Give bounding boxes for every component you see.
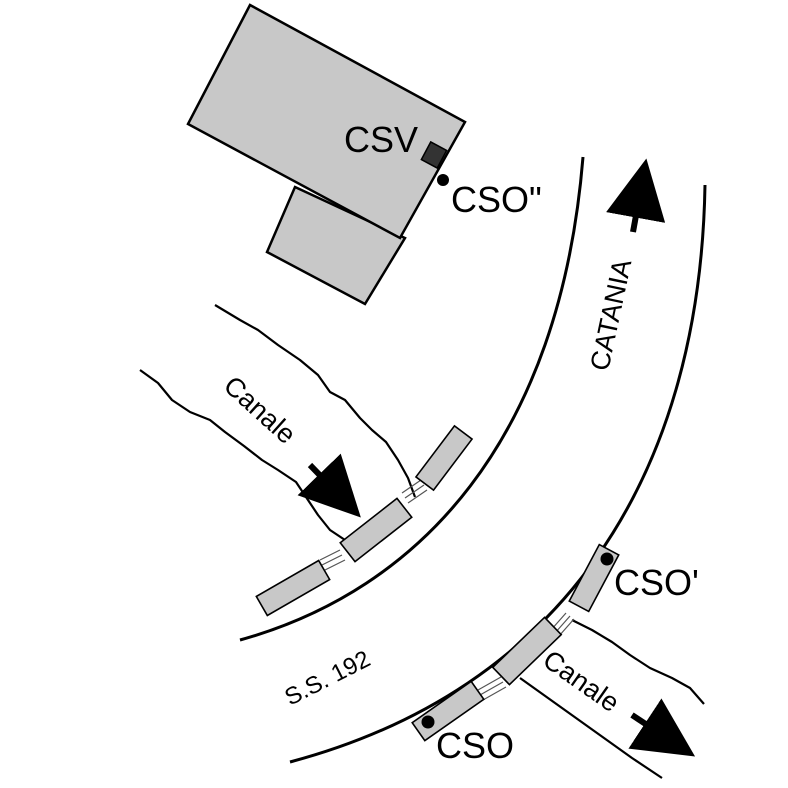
upper-pipe-segment-3 xyxy=(255,559,331,617)
road-inner-edge xyxy=(239,156,585,642)
csv-label: CSV xyxy=(344,119,418,160)
upper-culvert xyxy=(255,424,474,617)
csv-marker xyxy=(420,140,448,170)
canale-upper-label: Canale xyxy=(218,370,302,450)
catania-label: CATANIA xyxy=(585,256,638,373)
building-main-block xyxy=(186,3,467,240)
canale-lower-bank-top xyxy=(571,619,705,705)
cso-point xyxy=(421,715,435,729)
lower-pipe-segment-2 xyxy=(491,616,563,686)
cso-double-prime-point xyxy=(437,174,449,186)
upper-pipe-segment-2 xyxy=(339,497,413,563)
canale-upper-bank-top xyxy=(214,304,417,498)
road-name-label: S.S. 192 xyxy=(280,645,374,711)
cso-double-prime-label: CSO" xyxy=(451,179,542,220)
cso-label: CSO xyxy=(436,725,514,766)
upper-pipe-segment-1 xyxy=(414,424,474,492)
building xyxy=(186,3,467,306)
arrow-icon xyxy=(628,698,696,757)
canale-lower-label: Canale xyxy=(538,644,625,718)
lower-culvert xyxy=(411,543,620,742)
canale-lower-bank-bottom xyxy=(519,677,663,779)
arrow-icon xyxy=(297,453,361,518)
cso-prime-point xyxy=(600,552,614,566)
arrow-up-icon xyxy=(606,158,666,233)
cso-prime-label: CSO' xyxy=(614,562,699,603)
